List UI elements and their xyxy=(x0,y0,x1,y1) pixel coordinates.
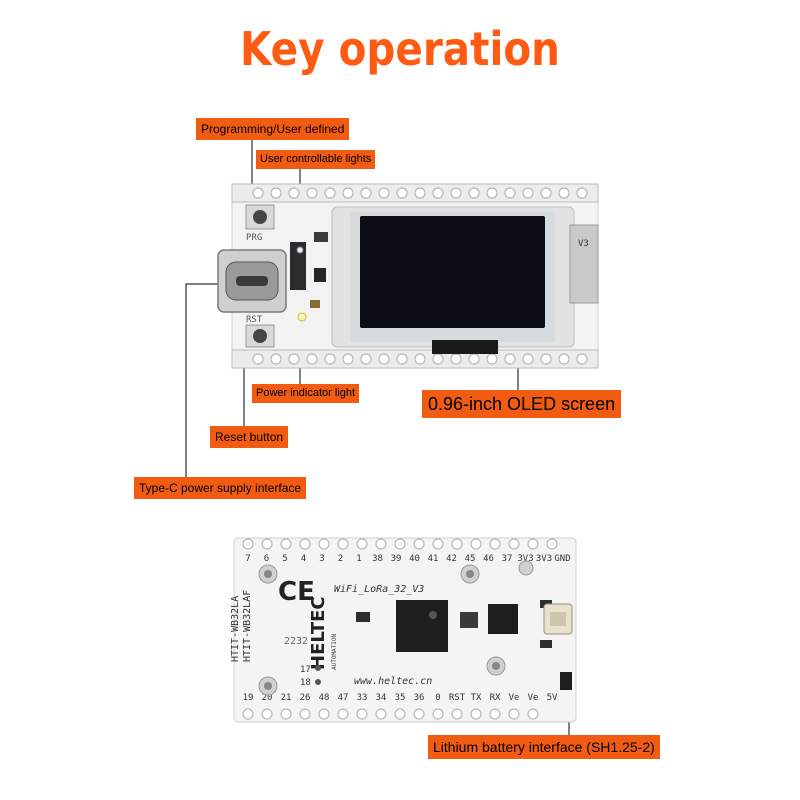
top-pin-label: 46 xyxy=(483,554,494,564)
ce-mark: CE xyxy=(278,577,315,607)
top-pin-label: 42 xyxy=(446,554,457,564)
label-programming: Programming/User defined xyxy=(196,118,350,140)
bottom-pin-label: 48 xyxy=(319,693,330,703)
top-pin-label: 1 xyxy=(356,554,361,564)
mounting-holes xyxy=(258,560,534,696)
bottom-pin-label: Ve xyxy=(528,693,539,703)
top-pin-label: 6 xyxy=(264,554,269,564)
top-pin-label: 5 xyxy=(282,554,287,564)
pin-18-label: 18 xyxy=(300,678,311,688)
bottom-pin-label: 47 xyxy=(338,693,349,703)
bottom-pin-label: 35 xyxy=(395,693,406,703)
top-pin-label: 3 xyxy=(319,554,324,564)
page-title: Key operation xyxy=(240,22,560,76)
smd-components xyxy=(290,232,328,308)
model-text-1: HTIT-WB32LA xyxy=(230,596,241,662)
battery-connector[interactable] xyxy=(543,603,573,635)
label-user-lights: User controllable lights xyxy=(256,150,376,169)
prg-text: PRG xyxy=(246,233,262,243)
bottom-pin-label: RST xyxy=(449,693,466,703)
pin-holes xyxy=(252,187,588,365)
typec-port[interactable] xyxy=(217,249,287,313)
lora-chip xyxy=(488,604,518,634)
user-light-led xyxy=(296,246,304,254)
pad-18 xyxy=(315,679,321,685)
label-battery: Lithium battery interface (SH1.25-2) xyxy=(428,735,660,759)
bottom-pin-label: 26 xyxy=(300,693,311,703)
top-pin-label: 2 xyxy=(338,554,343,564)
top-pin-label: 39 xyxy=(391,554,402,564)
top-pin-label: 3V3 xyxy=(517,554,533,564)
top-pin-label: 38 xyxy=(372,554,383,564)
leader-typec xyxy=(185,283,222,486)
top-pin-label: 40 xyxy=(409,554,420,564)
top-pin-label: 3V3 xyxy=(536,554,552,564)
brand-sub: AUTOMATION xyxy=(331,633,338,670)
bottom-pin-label: TX xyxy=(471,693,482,703)
pad-17 xyxy=(315,665,321,671)
board-name: WiFi_LoRa_32_V3 xyxy=(334,584,424,595)
bottom-pin-label: 19 xyxy=(243,693,254,703)
battery-jack xyxy=(560,672,572,690)
board-code: 2232 xyxy=(284,636,308,647)
bottom-pin-label: Ve xyxy=(509,693,520,703)
rst-text: RST xyxy=(246,315,263,325)
bottom-pin-label: RX xyxy=(490,693,501,703)
bottom-pin-holes xyxy=(242,538,558,720)
rst-button[interactable] xyxy=(245,324,275,348)
bottom-pin-label: 34 xyxy=(376,693,387,703)
power-light-led xyxy=(297,312,307,322)
top-pin-label: 37 xyxy=(502,554,513,564)
top-board: PRG RST V3 xyxy=(217,183,599,369)
bottom-pin-label: 33 xyxy=(357,693,368,703)
top-pin-label: 41 xyxy=(428,554,439,564)
pin-17-label: 17 xyxy=(300,665,311,675)
esp32-chip xyxy=(396,600,448,652)
bottom-pin-labels: 19 20 21 26 48 47 33 34 35 36 0 RST TX RX Ve Ve 5V xyxy=(243,693,558,703)
oled-screen xyxy=(331,206,599,354)
prg-button[interactable] xyxy=(245,204,275,230)
label-reset: Reset button xyxy=(210,426,289,448)
top-pin-label: 7 xyxy=(245,554,250,564)
bottom-pin-label: 20 xyxy=(262,693,273,703)
bottom-pin-label: 21 xyxy=(281,693,292,703)
label-typec: Type-C power supply interface xyxy=(134,477,307,499)
bottom-pin-label: 36 xyxy=(414,693,425,703)
bottom-pin-label: 5V xyxy=(547,693,558,703)
bottom-pin-label: 0 xyxy=(435,693,440,703)
brand-logo: HELTEC xyxy=(308,596,329,670)
top-pin-label: 45 xyxy=(465,554,476,564)
label-power-light: Power indicator light xyxy=(252,384,360,403)
top-pin-label: 4 xyxy=(301,554,306,564)
label-oled: 0.96-inch OLED screen xyxy=(422,390,622,418)
website-text: www.heltec.cn xyxy=(354,676,432,687)
top-pin-label: GND xyxy=(554,554,570,564)
smd-c xyxy=(540,640,552,648)
crystal xyxy=(460,612,478,628)
version-text: V3 xyxy=(578,239,589,249)
smd-a xyxy=(356,612,370,622)
model-text-2: HTIT-WB32LAF xyxy=(242,590,253,662)
